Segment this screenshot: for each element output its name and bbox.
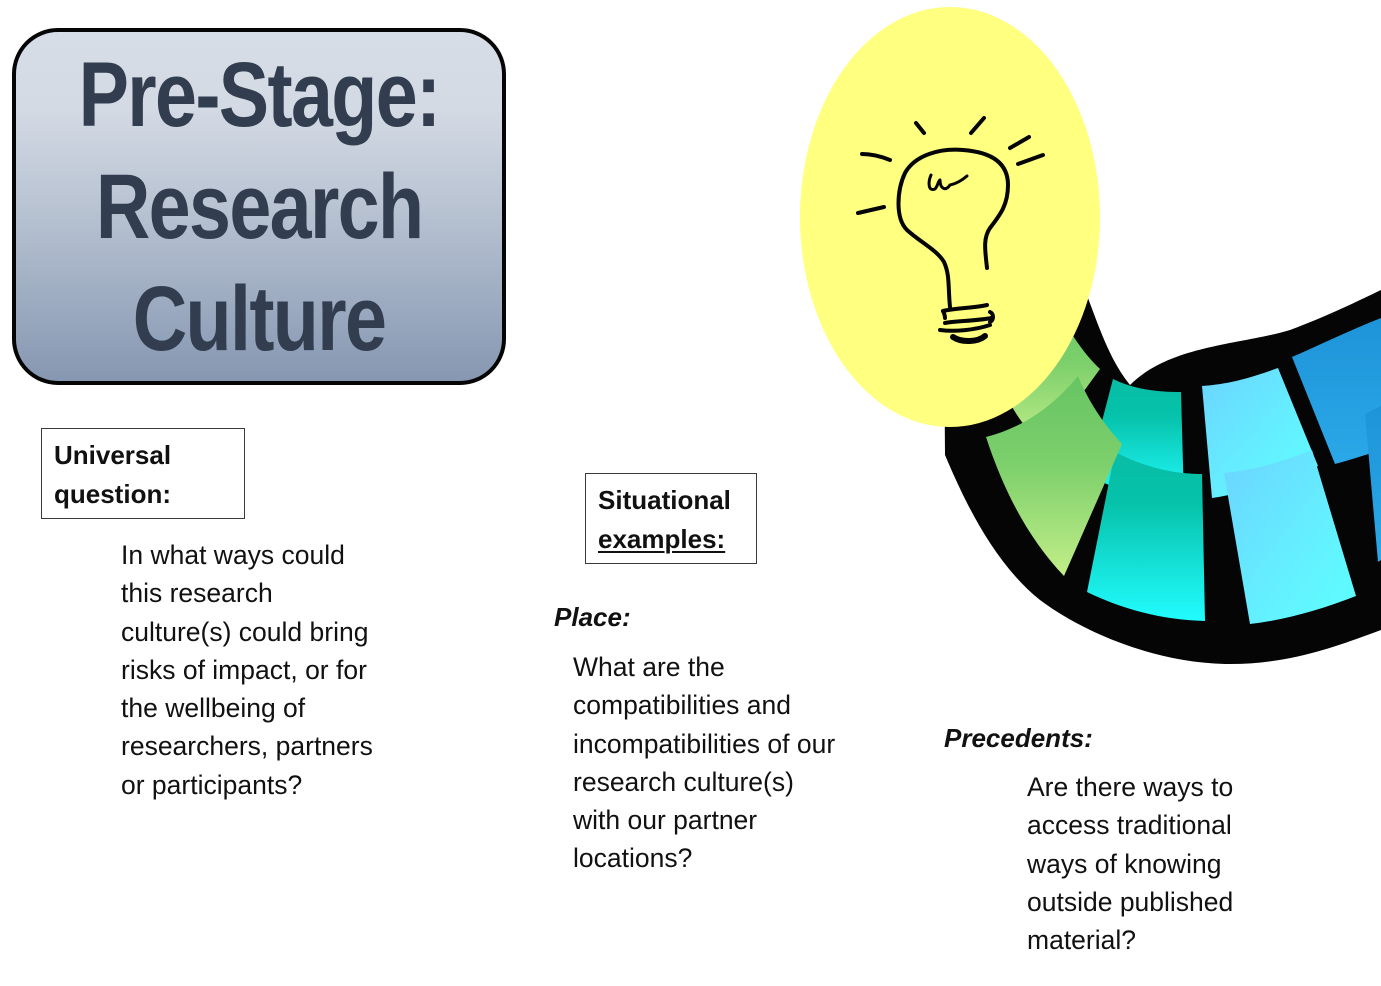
- title-line-3: Culture: [132, 267, 387, 370]
- universal-label-line-2: question:: [54, 479, 171, 509]
- situational-examples-label-box: Situational examples:: [585, 473, 757, 564]
- title-line-2: Research: [95, 155, 424, 258]
- place-question-text: What are the compatibilities and incompa…: [573, 652, 836, 874]
- segment-sky: [1224, 450, 1356, 624]
- precedents-label: Precedents:: [944, 723, 1093, 753]
- stage-title-box: Pre-Stage: Research Culture: [12, 28, 506, 385]
- path-segment-4: [1292, 318, 1381, 464]
- lightbulb-path-illustration: [800, 7, 1381, 665]
- title-line-1: Pre-Stage:: [78, 43, 442, 146]
- segment-green: [986, 376, 1122, 576]
- universal-label-line-1: Universal: [54, 440, 172, 470]
- segment-blue: [1365, 406, 1381, 562]
- precedents-question-text: Are there ways to access traditional way…: [1027, 772, 1234, 956]
- lightbulb-background-circle: [800, 7, 1100, 427]
- segment-teal: [1087, 452, 1205, 621]
- universal-question-text: In what ways could this research culture…: [121, 540, 373, 800]
- lightbulb-icon: [856, 116, 1045, 344]
- situational-label-line-1: Situational: [598, 485, 731, 515]
- situational-label-line-2: examples:: [598, 524, 726, 554]
- universal-question-label-box: Universal question:: [41, 428, 245, 519]
- place-label: Place:: [554, 602, 631, 632]
